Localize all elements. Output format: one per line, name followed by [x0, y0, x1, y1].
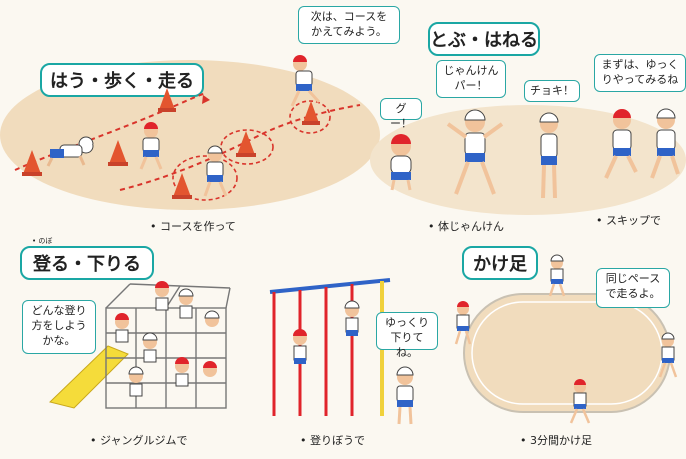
caption-three-min-jog: 3分間かけ足 — [520, 432, 592, 448]
caption-body-janken: 体じゃんけん — [428, 218, 504, 234]
watching-child — [396, 366, 414, 425]
jogging-child — [569, 379, 591, 424]
crawling-child — [46, 136, 94, 167]
climbing-poles — [269, 278, 391, 416]
speech-bubble-choki: チョキ！ — [524, 80, 580, 102]
speech-bubble-slowly-first: まずは、ゆっく りやってみるね — [594, 54, 686, 92]
ruby-climb: のぼ — [32, 236, 52, 246]
course-path — [14, 92, 361, 201]
speech-bubble-slowly-down: ゆっくり 下りてね。 — [376, 312, 438, 359]
cone-icon — [236, 131, 256, 157]
cone-icon — [158, 88, 176, 112]
skipping-child — [604, 109, 638, 179]
cone-icon — [302, 101, 320, 125]
caption-jungle-gym: ジャングルジムで — [90, 432, 187, 448]
section-title-jog: かけ足 — [462, 246, 538, 280]
speech-bubble-janken-paa: じゃんけん パー！ — [436, 60, 506, 98]
section-title-jump-hop: とぶ・はねる — [428, 22, 540, 56]
standing-child-choki — [539, 112, 559, 199]
caption-climbing-pole: 登りぼうで — [300, 432, 365, 448]
slide — [49, 345, 129, 409]
speech-bubble-how-climb: どんな登り 方をしよう かな。 — [22, 300, 96, 354]
jump-ground — [370, 105, 686, 215]
walking-child — [203, 145, 228, 197]
cone-icon — [172, 173, 192, 199]
speech-bubble-goo: グー！ — [380, 98, 422, 130]
caption-skip: スキップで — [596, 212, 661, 228]
cone-icon — [108, 140, 128, 166]
speech-bubble-change-course: 次は、コースを かえてみよう。 — [298, 6, 400, 44]
jogging-child — [658, 332, 678, 378]
section-title-climb-descend: 登る・下りる — [20, 246, 154, 280]
spread-child-paa — [446, 109, 504, 195]
speech-bubble-same-pace: 同じペース で走るよ。 — [596, 268, 670, 308]
jogging-child — [548, 254, 566, 297]
walking-child — [139, 122, 163, 170]
skipping-child — [650, 108, 680, 179]
cone-icon — [22, 150, 42, 176]
caption-course: コースを作って — [150, 218, 236, 234]
section-title-crawl-walk-run: はう・歩く・走る — [40, 63, 204, 97]
jungle-gym — [105, 281, 231, 409]
jogging-child — [454, 301, 472, 345]
crouching-child-goo — [390, 134, 412, 191]
course-ground — [0, 60, 380, 210]
running-child — [290, 55, 321, 107]
